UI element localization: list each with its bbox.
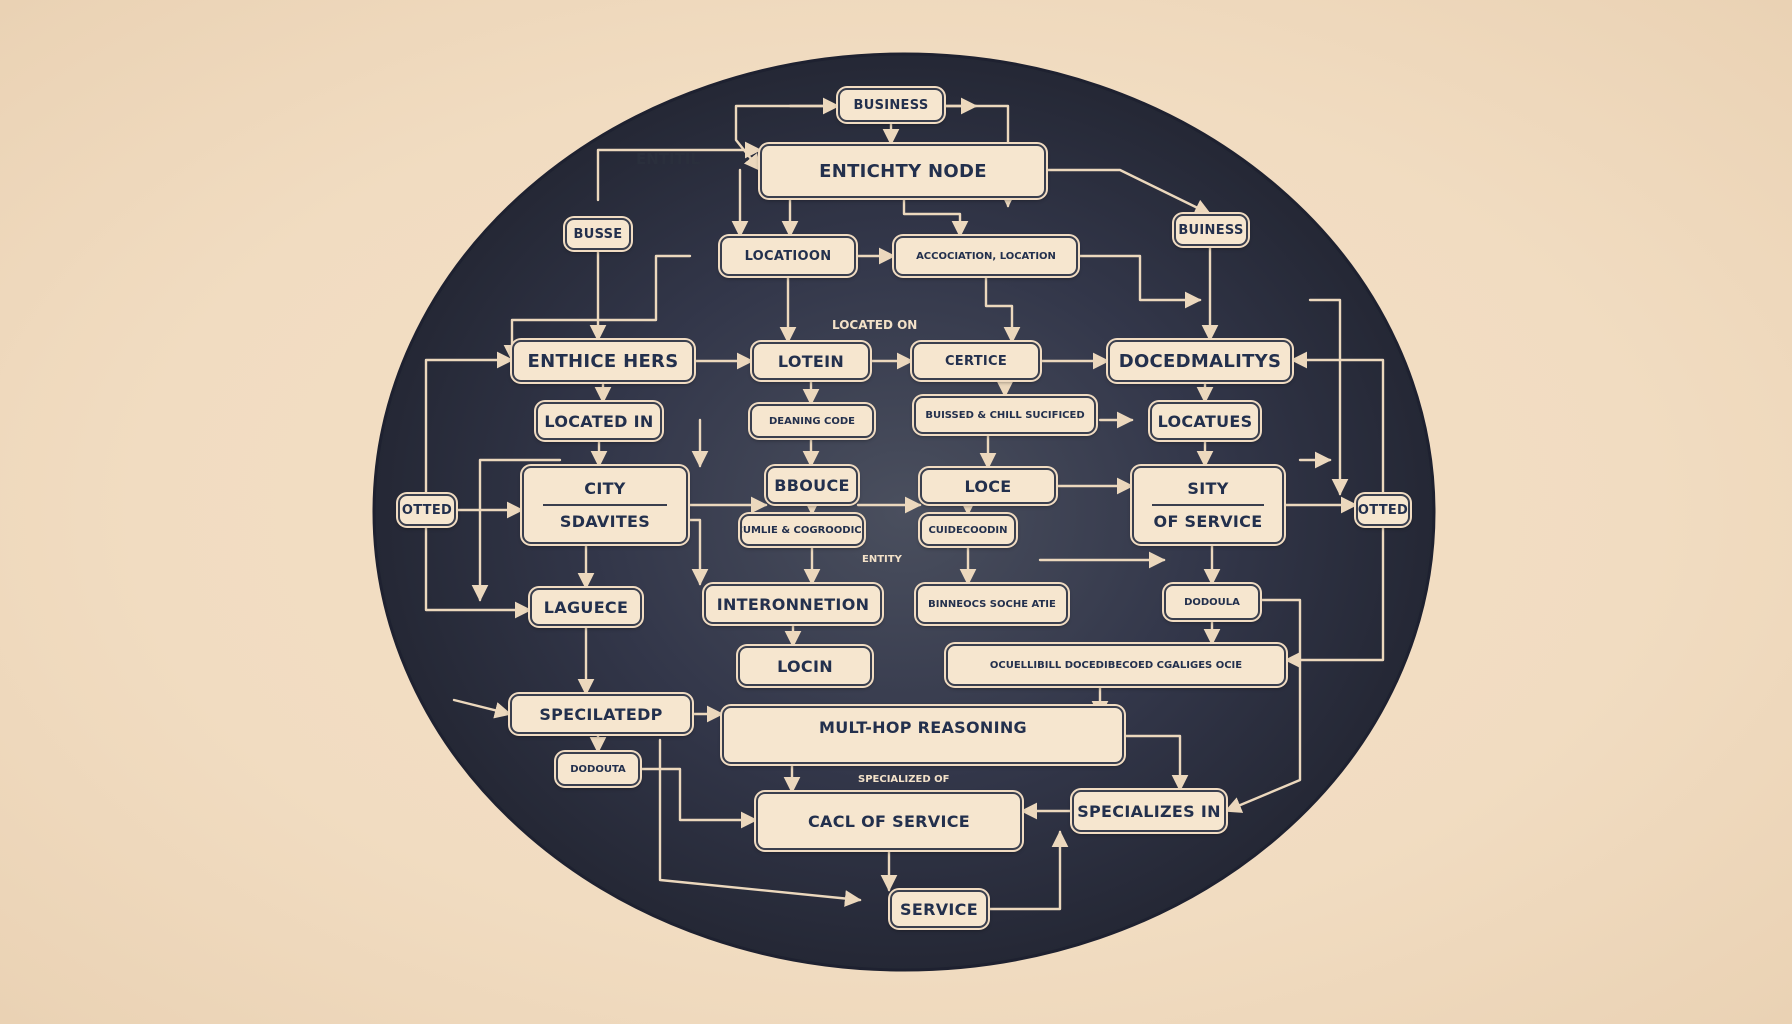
node-otted-left[interactable]: OTTED (398, 494, 456, 526)
services-label: SDAVITES (559, 512, 651, 531)
edge-44 (1122, 734, 1189, 792)
node-otted-right[interactable]: OTTED (1356, 494, 1410, 526)
edge-5 (902, 196, 969, 238)
dark-oval-field (372, 52, 1436, 972)
edge-52 (1290, 351, 1385, 496)
sity-divider (1151, 504, 1265, 506)
node-docedmalitys[interactable]: DOCEDMALITYS (1108, 340, 1292, 382)
node-enthice-hers[interactable]: ENTHICE HERS (512, 340, 694, 382)
node-accociation[interactable]: ACCOCIATION, LOCATION (894, 236, 1078, 276)
node-location[interactable]: LOCATIOON (720, 236, 856, 276)
node-lotein[interactable]: LOTEIN (752, 342, 870, 380)
node-cuidecoodin[interactable]: CUIDECOODIN (920, 514, 1016, 546)
edge-54 (452, 698, 512, 719)
node-laguece[interactable]: LAGUECE (530, 588, 642, 626)
of-service-label: OF SERVICE (1153, 512, 1263, 531)
sity-label: SITY (1187, 479, 1229, 498)
node-locatues[interactable]: LOCATUES (1150, 402, 1260, 440)
node-business-right[interactable]: BUINESS (1174, 214, 1248, 246)
node-entity[interactable]: ENTICHTY NODE (760, 144, 1046, 198)
located-on-label: LOCATED ON (832, 318, 918, 332)
node-dodouta[interactable]: DODOUTA (556, 752, 640, 786)
edge-48 (986, 830, 1069, 911)
node-specializes-in[interactable]: SPECIALIZES IN (1072, 790, 1226, 832)
node-busse[interactable]: BUSSE (565, 218, 631, 250)
node-business-top[interactable]: BUSINESS (838, 88, 944, 122)
node-cacl-of-service[interactable]: CACL OF SERVICE (756, 792, 1022, 850)
node-dodoula[interactable]: DODOULA (1164, 584, 1260, 620)
outer-entity-label: ENTITIL (636, 150, 700, 168)
edge-15 (1076, 254, 1202, 309)
city-label: CITY (584, 479, 626, 498)
edge-50 (424, 351, 514, 512)
node-loce[interactable]: LOCE (920, 468, 1056, 504)
node-specilatedp[interactable]: SPECILATEDP (510, 694, 692, 734)
edge-53 (1284, 524, 1385, 669)
node-interonnetion[interactable]: INTERONNETION (704, 584, 882, 624)
node-bbouce[interactable]: BBOUCE (766, 466, 858, 504)
node-locin[interactable]: LOCIN (738, 646, 872, 686)
edge-8 (596, 141, 762, 202)
edge-59 (1224, 598, 1302, 813)
edge-51 (424, 518, 532, 619)
edge-58 (658, 738, 862, 907)
edge-64 (471, 458, 562, 602)
node-cumlie[interactable]: CUMLIE & COGROODICE (740, 514, 864, 546)
node-city-services[interactable]: CITY SDAVITES (522, 466, 688, 544)
specialized-of-label: SPECIALIZED OF (858, 774, 950, 785)
entity-small-label: ENTITY (862, 554, 902, 565)
node-binneocs[interactable]: BINNEOCS SOCHE ATIE (916, 584, 1068, 624)
edge-10 (1044, 168, 1212, 216)
edge-14 (503, 254, 692, 362)
node-buissed[interactable]: BUISSED & CHILL SUCIFICED (914, 396, 1096, 434)
edge-12 (984, 274, 1021, 344)
node-certice[interactable]: CERTICE (912, 342, 1040, 380)
node-wide-bottom[interactable]: OCUELLIBILL DOCEDIBECOED CGALIGES OCIE (946, 644, 1286, 686)
node-sity-of-service[interactable]: SITY OF SERVICE (1132, 466, 1284, 544)
node-service[interactable]: SERVICE (890, 890, 988, 928)
edge-55 (1308, 298, 1349, 496)
node-multi-hop-reasoning[interactable]: MULT-HOP REASONING (722, 706, 1124, 764)
node-deaning-code[interactable]: DEANING CODE (750, 404, 874, 438)
node-located-in[interactable]: LOCATED IN (536, 402, 662, 440)
city-divider (543, 504, 667, 506)
